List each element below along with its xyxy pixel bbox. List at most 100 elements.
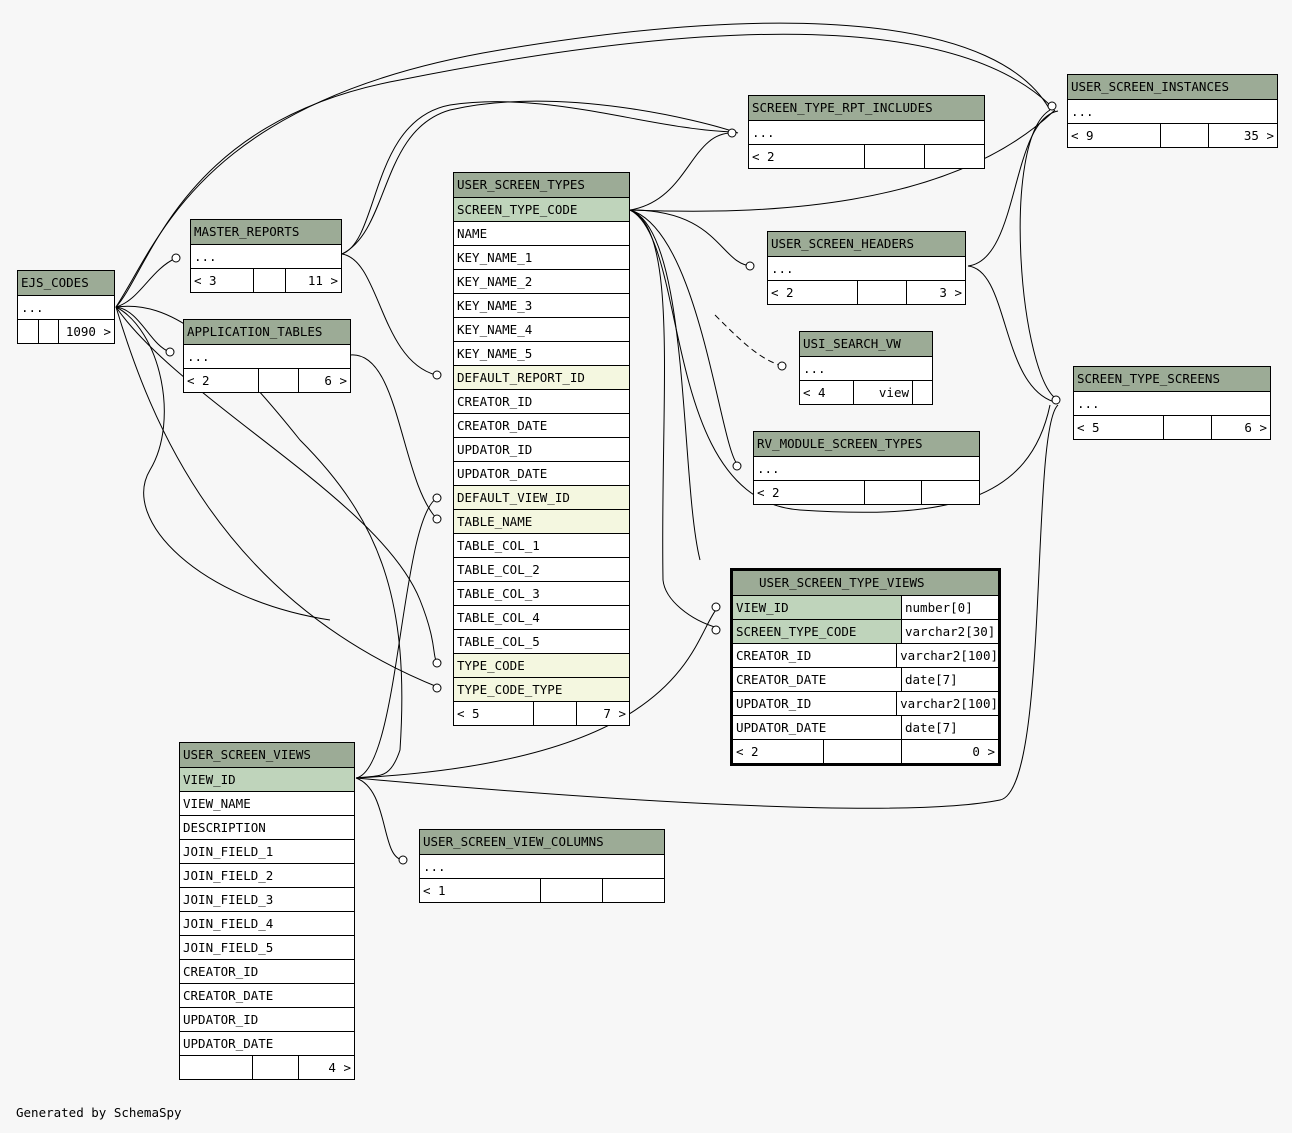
column-row[interactable]: TYPE_CODE [454, 653, 629, 677]
table-usi-search-vw[interactable]: USI_SEARCH_VW ... < 4 view [799, 331, 933, 405]
column-row[interactable]: UPDATOR_ID varchar2[100] [733, 691, 998, 715]
column-row[interactable]: TYPE_CODE_TYPE [454, 677, 629, 701]
parents-count: < 2 [771, 285, 794, 300]
columns-ellipsis: ... [1068, 99, 1277, 123]
table-user-screen-view-columns[interactable]: USER_SCREEN_VIEW_COLUMNS ... < 1 [419, 829, 665, 903]
column-row[interactable]: SCREEN_TYPE_CODE [454, 197, 629, 221]
rows-count [533, 702, 576, 725]
table-header[interactable]: USER_SCREEN_VIEWS [180, 743, 354, 767]
columns-ellipsis: ... [768, 256, 965, 280]
table-header[interactable]: USER_SCREEN_HEADERS [768, 232, 965, 256]
columns-ellipsis: ... [420, 854, 664, 878]
rows-count [823, 740, 901, 763]
table-user-screen-type-views[interactable]: USER_SCREEN_TYPE_VIEWS VIEW_ID number[0]… [730, 568, 1001, 766]
column-row[interactable]: VIEW_ID [180, 767, 354, 791]
columns-ellipsis: ... [1074, 391, 1270, 415]
children-count: 35 > [1208, 124, 1277, 147]
column-row[interactable]: CREATOR_ID varchar2[100] [733, 643, 998, 667]
column-row[interactable]: JOIN_FIELD_5 [180, 935, 354, 959]
parents-count: < 2 [757, 485, 780, 500]
table-header[interactable]: USER_SCREEN_VIEW_COLUMNS [420, 830, 664, 854]
columns-ellipsis: ... [18, 295, 114, 319]
column-row[interactable]: UPDATOR_ID [180, 1007, 354, 1031]
column-row[interactable]: KEY_NAME_5 [454, 341, 629, 365]
table-screen-type-screens[interactable]: SCREEN_TYPE_SCREENS ... < 5 6 > [1073, 366, 1271, 440]
table-footer: < 2 [749, 144, 984, 168]
table-ejs-codes[interactable]: EJS_CODES ... 1090 > [17, 270, 115, 344]
table-header[interactable]: MASTER_REPORTS [191, 220, 341, 244]
column-row[interactable]: VIEW_ID number[0] [733, 595, 998, 619]
column-row[interactable]: CREATOR_ID [180, 959, 354, 983]
column-type: varchar2[100] [896, 692, 998, 715]
column-row[interactable]: TABLE_COL_1 [454, 533, 629, 557]
columns-ellipsis: ... [191, 244, 341, 268]
table-header[interactable]: SCREEN_TYPE_RPT_INCLUDES [749, 96, 984, 120]
table-header[interactable]: EJS_CODES [18, 271, 114, 295]
column-row[interactable]: UPDATOR_DATE [454, 461, 629, 485]
table-user-screen-types[interactable]: USER_SCREEN_TYPES SCREEN_TYPE_CODE NAME … [453, 172, 630, 726]
parents-count: < 3 [194, 273, 217, 288]
column-name: CREATOR_ID [736, 648, 812, 663]
column-row[interactable]: JOIN_FIELD_1 [180, 839, 354, 863]
column-name: UPDATOR_ID [736, 696, 812, 711]
rows-count [540, 879, 602, 902]
table-footer: 1090 > [18, 319, 114, 343]
column-type: number[0] [901, 596, 998, 619]
table-footer: < 4 view [800, 380, 932, 404]
children-count [924, 145, 984, 168]
parents-count: < 2 [736, 744, 759, 759]
column-row[interactable]: TABLE_COL_5 [454, 629, 629, 653]
column-row[interactable]: JOIN_FIELD_3 [180, 887, 354, 911]
column-row[interactable]: KEY_NAME_4 [454, 317, 629, 341]
column-name: VIEW_ID [733, 596, 901, 619]
table-footer: < 5 6 > [1074, 415, 1270, 439]
table-master-reports[interactable]: MASTER_REPORTS ... < 3 11 > [190, 219, 342, 293]
table-header[interactable]: USER_SCREEN_TYPES [454, 173, 629, 197]
column-row[interactable]: TABLE_NAME [454, 509, 629, 533]
table-application-tables[interactable]: APPLICATION_TABLES ... < 2 6 > [183, 319, 351, 393]
table-screen-type-rpt-includes[interactable]: SCREEN_TYPE_RPT_INCLUDES ... < 2 [748, 95, 985, 169]
table-header[interactable]: RV_MODULE_SCREEN_TYPES [754, 432, 979, 456]
column-type: varchar2[100] [896, 644, 998, 667]
column-row[interactable]: UPDATOR_ID [454, 437, 629, 461]
column-row[interactable]: JOIN_FIELD_2 [180, 863, 354, 887]
children-count [912, 381, 932, 404]
column-row[interactable]: CREATOR_DATE [454, 413, 629, 437]
generated-by-label: Generated by SchemaSpy [16, 1105, 182, 1120]
children-count: 0 > [901, 740, 998, 763]
column-row[interactable]: TABLE_COL_2 [454, 557, 629, 581]
column-row[interactable]: UPDATOR_DATE [180, 1031, 354, 1055]
children-count [602, 879, 664, 902]
column-row[interactable]: NAME [454, 221, 629, 245]
columns-ellipsis: ... [754, 456, 979, 480]
column-row[interactable]: KEY_NAME_3 [454, 293, 629, 317]
table-user-screen-views[interactable]: USER_SCREEN_VIEWS VIEW_ID VIEW_NAME DESC… [179, 742, 355, 1080]
column-row[interactable]: DEFAULT_REPORT_ID [454, 365, 629, 389]
table-footer: < 9 35 > [1068, 123, 1277, 147]
column-row[interactable]: SCREEN_TYPE_CODE varchar2[30] [733, 619, 998, 643]
parents-count: < 5 [1077, 420, 1100, 435]
table-header[interactable]: USER_SCREEN_INSTANCES [1068, 75, 1277, 99]
column-row[interactable]: UPDATOR_DATE date[7] [733, 715, 998, 739]
column-row[interactable]: TABLE_COL_3 [454, 581, 629, 605]
column-row[interactable]: CREATOR_DATE date[7] [733, 667, 998, 691]
children-count: 11 > [285, 269, 341, 292]
column-row[interactable]: DEFAULT_VIEW_ID [454, 485, 629, 509]
table-header[interactable]: USER_SCREEN_TYPE_VIEWS [733, 571, 998, 595]
column-row[interactable]: DESCRIPTION [180, 815, 354, 839]
column-row[interactable]: CREATOR_DATE [180, 983, 354, 1007]
table-user-screen-instances[interactable]: USER_SCREEN_INSTANCES ... < 9 35 > [1067, 74, 1278, 148]
column-row[interactable]: CREATOR_ID [454, 389, 629, 413]
table-rv-module-screen-types[interactable]: RV_MODULE_SCREEN_TYPES ... < 2 [753, 431, 980, 505]
column-row[interactable]: TABLE_COL_4 [454, 605, 629, 629]
table-footer: < 2 0 > [733, 739, 998, 763]
table-header[interactable]: APPLICATION_TABLES [184, 320, 350, 344]
table-header[interactable]: SCREEN_TYPE_SCREENS [1074, 367, 1270, 391]
column-row[interactable]: KEY_NAME_2 [454, 269, 629, 293]
table-header[interactable]: USI_SEARCH_VW [800, 332, 932, 356]
column-row[interactable]: KEY_NAME_1 [454, 245, 629, 269]
table-user-screen-headers[interactable]: USER_SCREEN_HEADERS ... < 2 3 > [767, 231, 966, 305]
table-footer: < 5 7 > [454, 701, 629, 725]
column-row[interactable]: VIEW_NAME [180, 791, 354, 815]
column-row[interactable]: JOIN_FIELD_4 [180, 911, 354, 935]
